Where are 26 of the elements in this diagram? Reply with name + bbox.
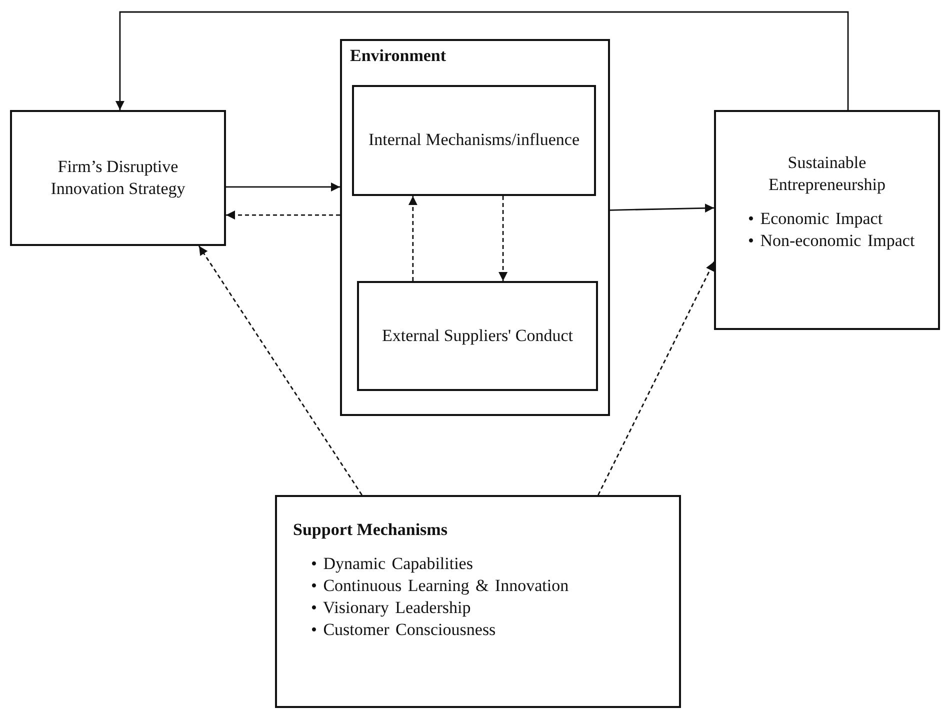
box-heading: Support Mechanisms <box>293 519 448 541</box>
support-box <box>275 495 681 708</box>
bullet-item: • Visionary Leadership <box>311 597 472 620</box>
arrow <box>610 204 714 213</box>
arrow <box>598 261 715 496</box>
bullet-item: • Customer Consciousness <box>311 619 497 642</box>
arrow <box>226 182 340 192</box>
outcome-box <box>714 110 940 330</box>
bullet-item: • Continuous Learning & Innovation <box>311 575 570 598</box>
box-label: Internal Mechanisms/influence <box>368 129 580 152</box>
process-box <box>10 110 226 246</box>
box-label: Firm’s Disruptive Innovation Strategy <box>50 156 186 200</box>
process-box <box>357 281 598 391</box>
arrow <box>498 196 508 281</box>
bullet-item: • Non-economic Impact <box>748 230 916 252</box>
bullet-item: • Economic Impact <box>748 208 884 230</box>
bullet-item: • Dynamic Capabilities <box>311 553 474 576</box>
arrow <box>408 196 418 281</box>
box-heading: Sustainable Entrepreneurship <box>767 152 887 196</box>
arrow <box>115 11 849 110</box>
group-box <box>340 39 610 416</box>
arrow <box>226 210 340 220</box>
process-box <box>352 85 596 196</box>
box-label: External Suppliers' Conduct <box>382 324 573 347</box>
group-heading: Environment <box>350 45 448 67</box>
arrow <box>198 246 362 496</box>
